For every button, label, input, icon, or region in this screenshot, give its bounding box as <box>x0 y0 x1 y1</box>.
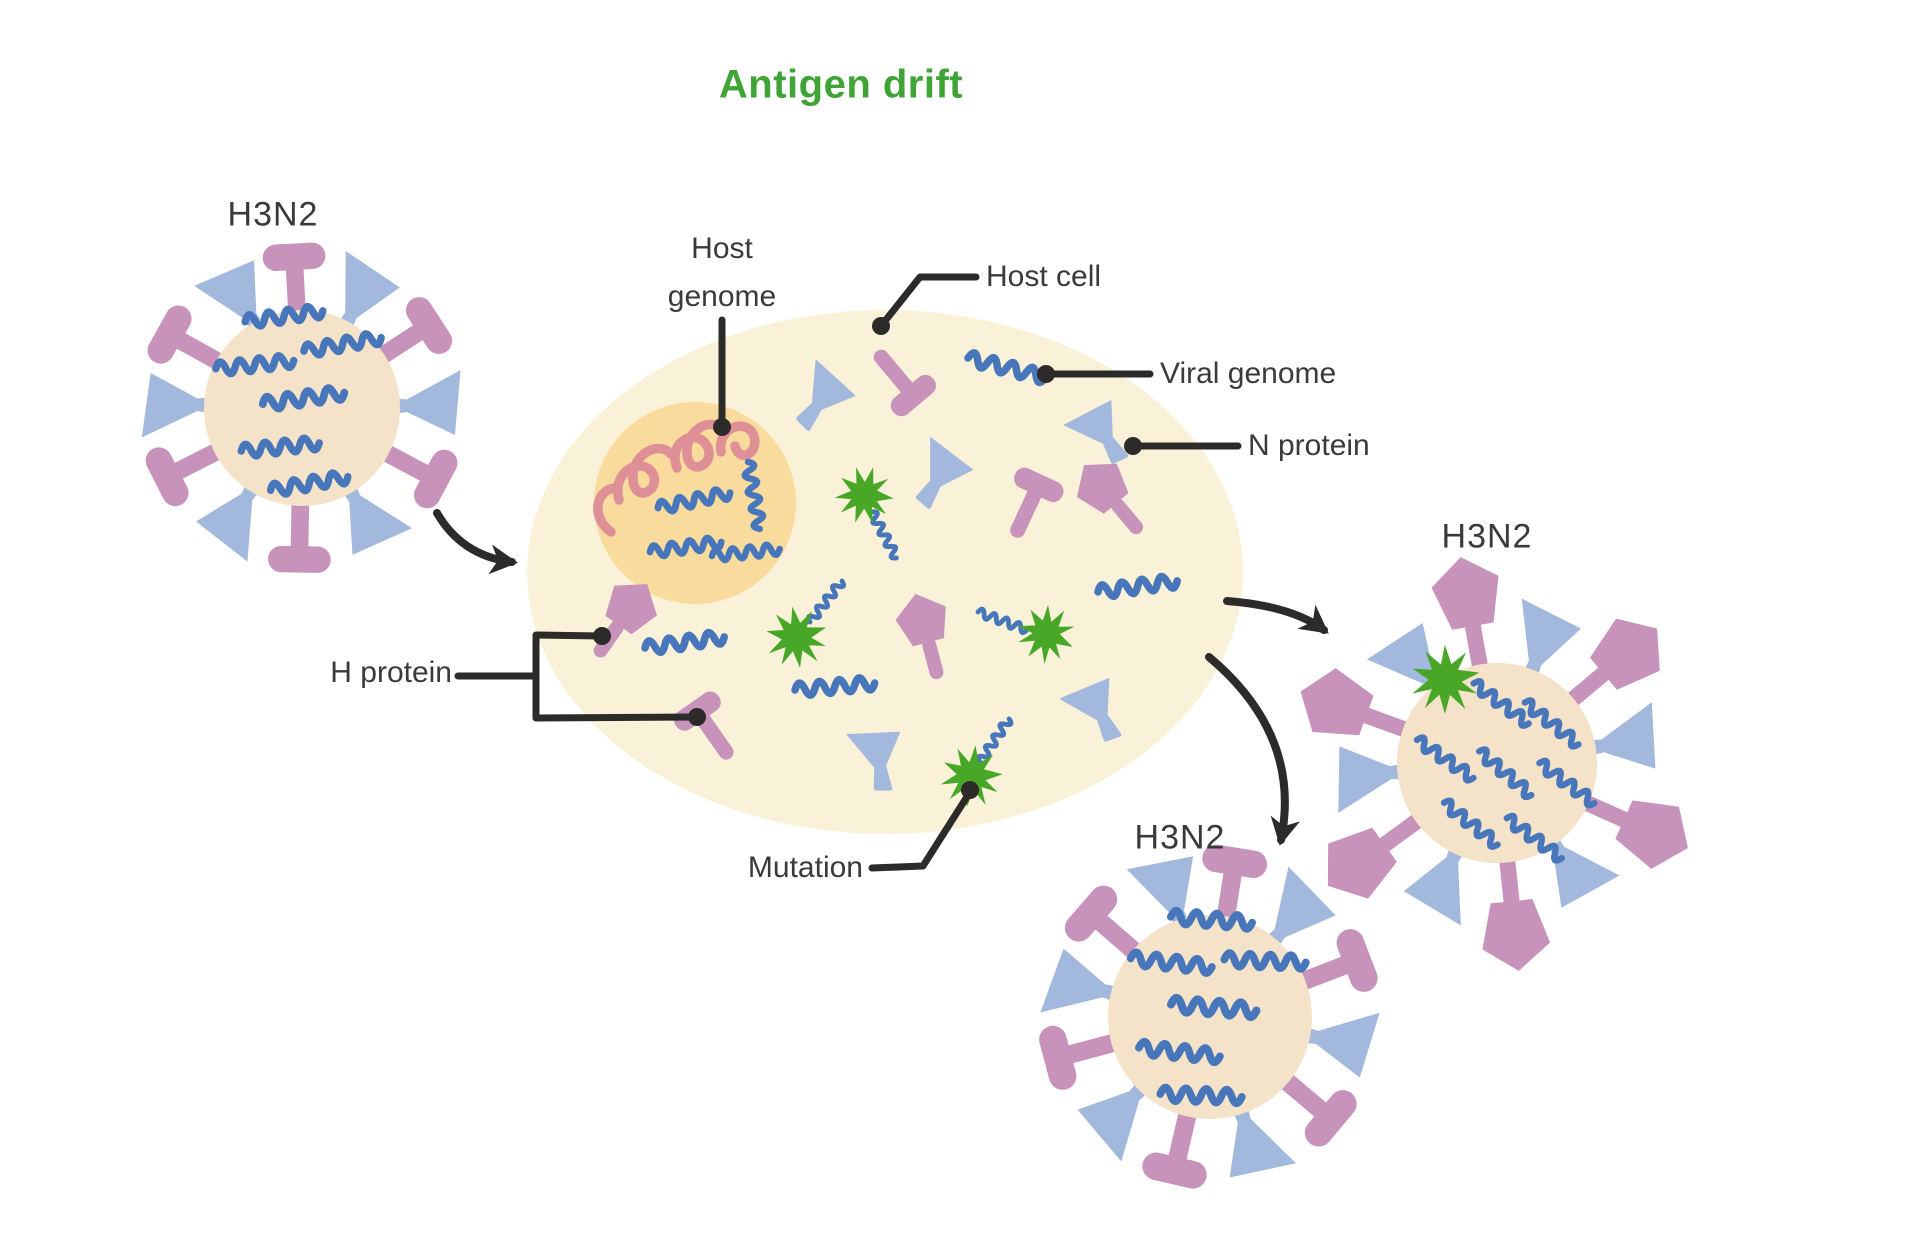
n-protein-label: N protein <box>1248 429 1370 462</box>
h-protein-leader <box>454 627 706 726</box>
virus-left <box>141 242 463 573</box>
host-cell-label: Host cell <box>986 260 1102 293</box>
viral-genome-leader <box>1037 365 1154 383</box>
host-cell-leader <box>872 273 980 335</box>
mutation-leader <box>868 781 979 872</box>
arrow-exit-right <box>1223 597 1329 634</box>
host-genome-leader <box>713 316 731 436</box>
n-protein-leader <box>1124 437 1242 455</box>
mutation-label: Mutation <box>747 851 863 884</box>
viral-genome-label: Viral genome <box>1160 357 1337 390</box>
virus-right-label: H3N2 <box>1441 517 1533 556</box>
arrow-entry <box>433 509 518 575</box>
arrow-exit-bottom <box>1205 653 1301 846</box>
h-protein-label: H protein <box>330 656 452 689</box>
virus-bottom-label: H3N2 <box>1134 818 1226 857</box>
page-title: Antigen drift <box>718 62 964 107</box>
virus-left-label: H3N2 <box>227 195 319 234</box>
virus-right-mutated <box>1288 551 1702 975</box>
host-genome-label: Host genome <box>667 232 777 313</box>
